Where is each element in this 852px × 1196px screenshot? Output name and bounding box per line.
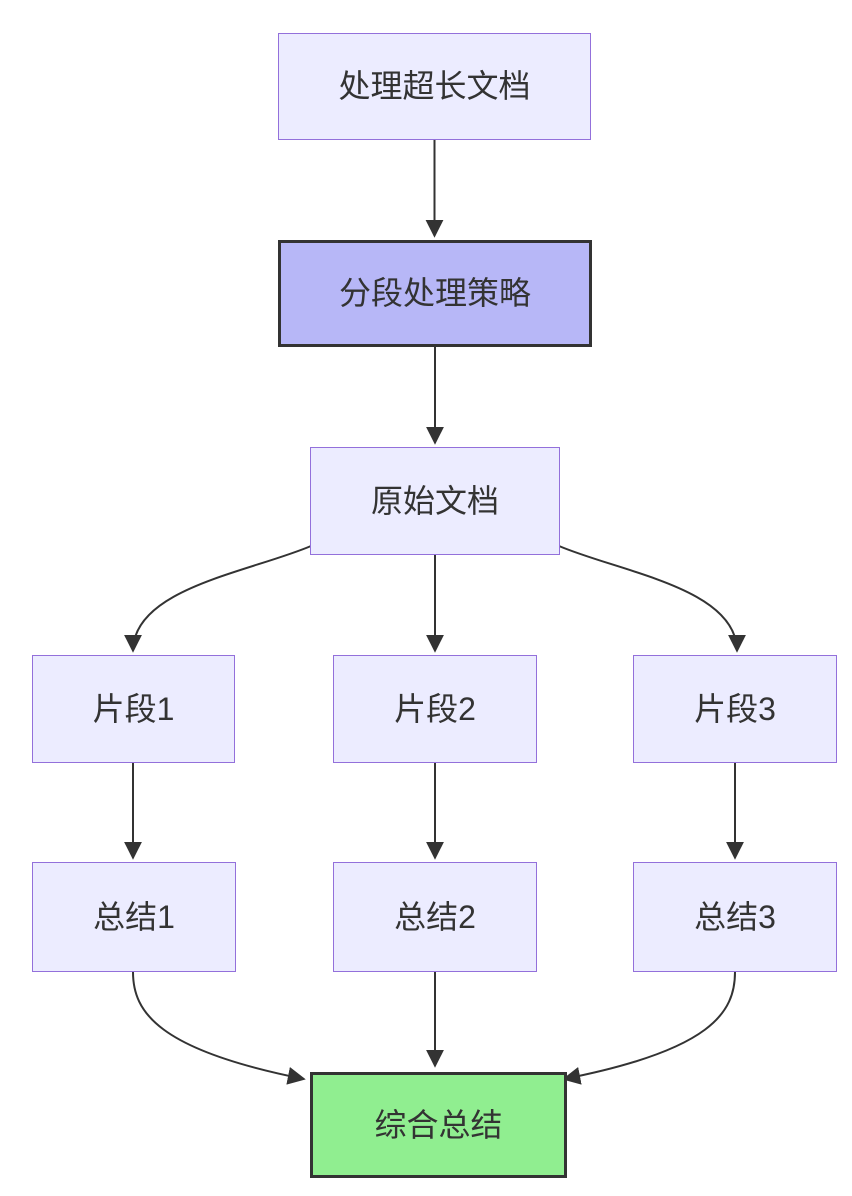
node-label: 片段1 [92,690,175,727]
edge-summary1-to-final [132,971,306,1085]
edge-original-to-fragment3 [558,545,746,653]
node-label: 综合总结 [374,1106,503,1143]
node-label: 片段3 [694,690,776,727]
node-original-document: 原始文档 [310,447,560,555]
node-label: 原始文档 [370,482,499,519]
node-fragment-1: 片段1 [32,655,235,763]
node-final-summary: 综合总结 [310,1072,567,1178]
node-label: 片段2 [394,690,476,727]
node-label: 处理超长文档 [338,68,531,105]
edge-summary3-to-final [562,971,736,1085]
node-label: 总结3 [694,898,776,935]
node-label: 总结1 [93,898,175,935]
node-segmentation-strategy: 分段处理策略 [278,240,592,347]
node-label: 分段处理策略 [338,275,531,312]
node-fragment-2: 片段2 [333,655,537,763]
node-summary-1: 总结1 [32,862,236,972]
node-summary-3: 总结3 [633,862,837,972]
node-process-long-doc: 处理超长文档 [278,33,591,140]
node-summary-2: 总结2 [333,862,537,972]
node-fragment-3: 片段3 [633,655,837,763]
node-label: 总结2 [394,898,476,935]
edge-original-to-fragment1 [124,545,312,653]
